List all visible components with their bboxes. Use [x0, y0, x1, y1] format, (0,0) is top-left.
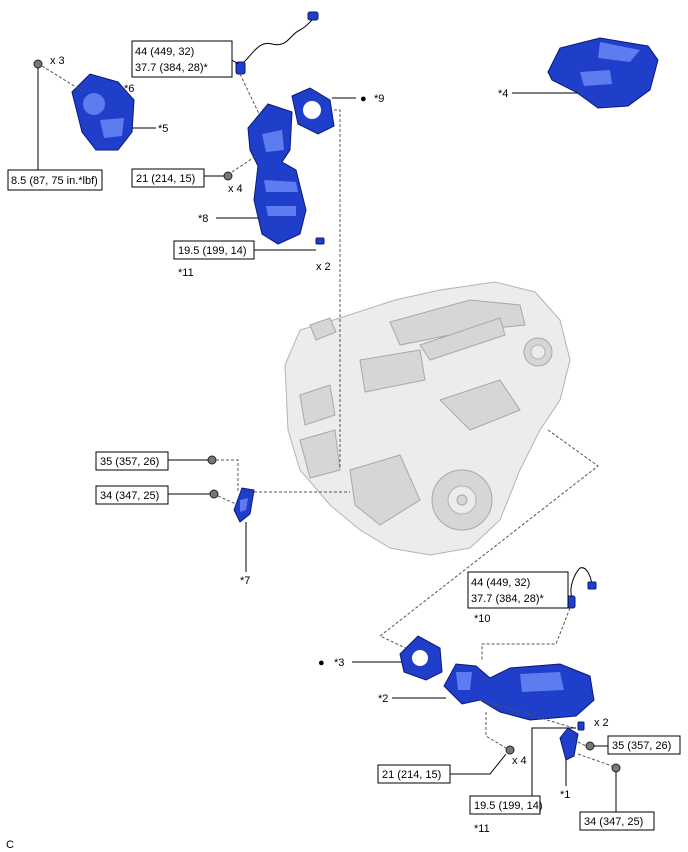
nut-icon	[505, 745, 515, 755]
converter-bracket-lower	[559, 727, 579, 761]
callout-converter-lower: *2	[378, 693, 388, 705]
torque-box-insulator	[7, 169, 103, 191]
torque-box-stud-lower	[469, 795, 541, 815]
bolt-icon	[585, 741, 595, 751]
torque-o2-upper-a: 44 (449, 32)	[135, 46, 194, 58]
catalytic-converter-upper	[247, 103, 325, 245]
torque-nut-lower: 21 (214, 15)	[382, 769, 441, 781]
torque-insulator-bolt: 8.5 (87, 75 in.*lbf)	[11, 175, 98, 187]
figure-code: C	[6, 839, 14, 851]
torque-o2-lower-a: 44 (449, 32)	[471, 577, 530, 589]
gasket-upper	[291, 87, 335, 135]
heat-insulator-upper	[71, 73, 135, 151]
torque-o2-upper-b: 37.7 (384, 28)*	[135, 62, 208, 74]
bolt-icon	[207, 455, 217, 465]
engine-cover	[547, 37, 659, 109]
torque-box-bracket-lower-b	[579, 811, 655, 831]
torque-bracket-a: 35 (357, 26)	[100, 456, 159, 468]
oxygen-sensor-upper	[235, 11, 319, 75]
qty-x4-upper: x 4	[228, 183, 243, 195]
callout-stud-lower: *11	[474, 823, 490, 835]
torque-o2-lower-b: 37.7 (384, 28)*	[471, 593, 544, 605]
torque-bracket-b: 34 (347, 25)	[100, 490, 159, 502]
oxygen-sensor-lower	[565, 567, 597, 609]
torque-box-bracket-a	[95, 451, 169, 471]
qty-x4-lower: x 4	[512, 755, 527, 767]
bolt-icon	[209, 489, 219, 499]
qty-x2-upper: x 2	[316, 261, 331, 273]
bolt-icon	[33, 59, 43, 69]
marker-dot-3: ●	[318, 657, 325, 669]
torque-nut-upper: 21 (214, 15)	[136, 173, 195, 185]
callout-gasket-lower: *3	[334, 657, 344, 669]
gasket-lower	[399, 635, 443, 681]
callout-gasket-upper: *9	[374, 93, 384, 105]
engine-assembly	[284, 281, 571, 556]
qty-x3: x 3	[50, 55, 65, 67]
bolt-icon	[611, 763, 621, 773]
torque-box-o2-lower	[467, 571, 569, 609]
torque-box-o2-upper	[131, 40, 233, 78]
torque-box-bracket-b	[95, 485, 169, 505]
torque-box-nut-upper	[131, 168, 205, 188]
callout-heat-insulator: *5	[158, 123, 168, 135]
torque-bracket-lower-a: 35 (357, 26)	[612, 740, 671, 752]
torque-bracket-lower-b: 34 (347, 25)	[584, 816, 643, 828]
callout-bracket-lower: *1	[560, 789, 570, 801]
catalytic-converter-lower	[443, 663, 595, 731]
nut-icon	[223, 171, 233, 181]
converter-bracket	[233, 487, 255, 523]
torque-stud-lower: 19.5 (199, 14)	[474, 800, 543, 812]
torque-box-bracket-lower-a	[607, 735, 681, 755]
qty-x2-lower: x 2	[594, 717, 609, 729]
callout-bolt-insulator: *6	[124, 83, 134, 95]
torque-stud-upper: 19.5 (199, 14)	[178, 245, 247, 257]
callout-converter-upper: *8	[198, 213, 208, 225]
marker-dot-9: ●	[360, 93, 367, 105]
callout-engine-cover: *4	[498, 88, 508, 100]
callout-stud-upper: *11	[178, 267, 194, 279]
callout-o2-lower: *10	[474, 613, 491, 625]
callout-bracket: *7	[240, 575, 250, 587]
